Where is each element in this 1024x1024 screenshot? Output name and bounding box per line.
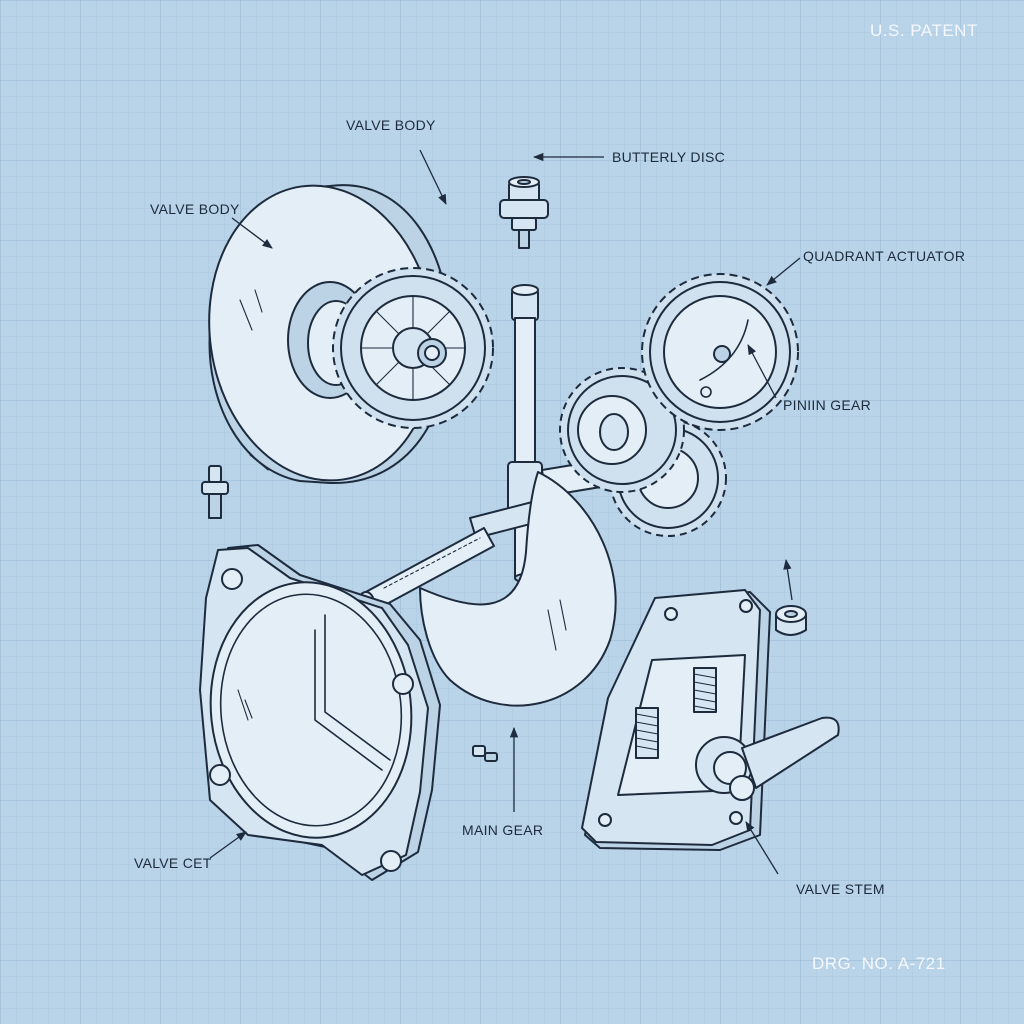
- leader-valve-body-left: [231, 217, 273, 249]
- butterfly-disc: [419, 471, 617, 707]
- leader-quadrant-actuator: [766, 257, 801, 286]
- label-valve-body-left: VALVE BODY: [150, 201, 240, 217]
- patent-stamp: U.S. PATENT: [870, 21, 978, 40]
- washer: [775, 605, 807, 636]
- label-valve-seat: VALVE CET: [134, 855, 212, 871]
- leader-valve-stem: [745, 821, 779, 875]
- quadrant-actuator-gear: [641, 273, 799, 431]
- pinion-gear-assembly: [559, 367, 727, 537]
- leader-lines: [209, 149, 801, 875]
- drawing-number: DRG. NO. A-721: [812, 954, 946, 973]
- label-valve-stem: VALVE STEM: [796, 881, 885, 897]
- leader-washer: [783, 558, 793, 601]
- label-butterfly-disc: BUTTERLY DISC: [612, 149, 725, 165]
- top-bushing: [499, 176, 549, 249]
- leader-pinion-gear: [747, 344, 777, 399]
- label-pinion-gear: PINIIN GEAR: [783, 397, 871, 413]
- small-screw: [472, 745, 498, 762]
- valve-seat-flange: [199, 544, 441, 881]
- label-valve-body-top: VALVE BODY: [346, 117, 436, 133]
- leader-valve-body-top: [419, 149, 447, 205]
- leader-valve-seat: [209, 831, 247, 859]
- valve-stem-housing: [581, 589, 840, 851]
- label-main-gear: MAIN GEAR: [462, 822, 543, 838]
- valve-body-gear: [332, 267, 494, 429]
- label-quadrant-actuator: QUADRANT ACTUATOR: [803, 248, 965, 264]
- bolt-left: [201, 465, 229, 519]
